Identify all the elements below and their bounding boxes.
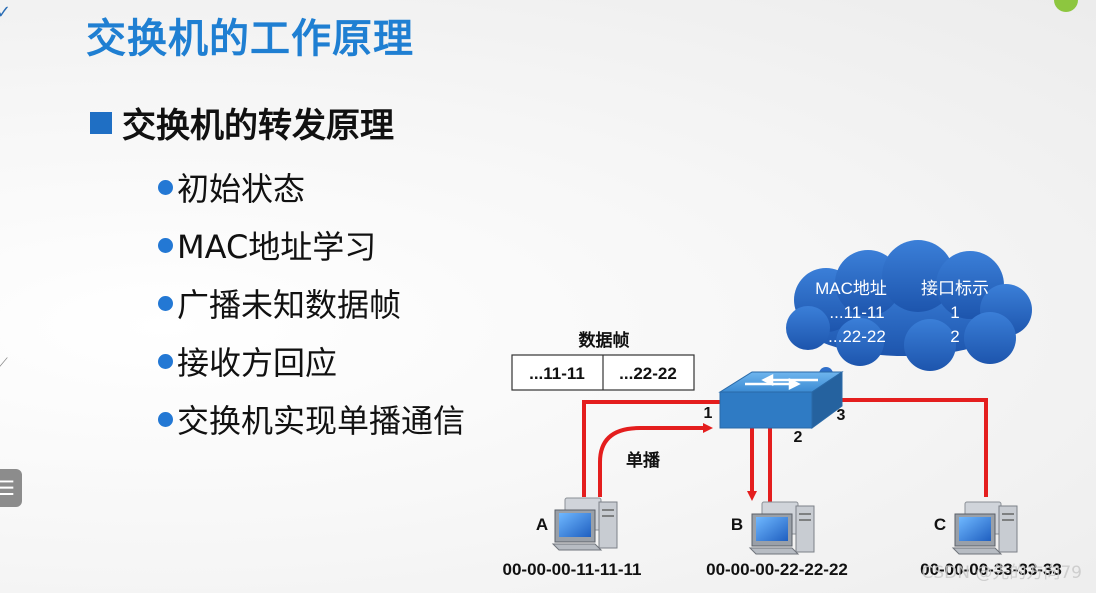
host-mac: 00-00-00-11-11-11 (503, 560, 642, 579)
bullet-text: 初始状态 (177, 170, 306, 208)
host-name: A (536, 515, 548, 534)
bullet-text: 交换机实现单播通信 (177, 402, 466, 440)
sub-heading-text: 交换机的转发原理 (122, 106, 394, 146)
port-label-3: 3 (837, 407, 846, 424)
logo-badge (1054, 0, 1078, 12)
host-b: B 00-00-00-22-22-22 (706, 501, 848, 579)
data-frame: 数据帧 ...11-11 ...22-22 (511, 330, 695, 391)
mac-table-cell: 2 (950, 327, 959, 346)
mac-table-cell: ...11-11 (829, 303, 884, 322)
watermark: CSDN @先的方向79 (921, 563, 1082, 583)
port-label-2: 2 (794, 429, 803, 446)
dot-bullet-icon (158, 353, 173, 369)
unicast-label: 单播 (626, 450, 661, 470)
bullet-item: 交换机实现单播通信 (158, 390, 465, 448)
port-label-1: 1 (704, 405, 713, 422)
computer-icon (551, 497, 618, 551)
switch-icon (718, 371, 844, 429)
unicast-arrow-a (598, 423, 713, 497)
bullet-text: 接收方回应 (177, 344, 338, 382)
data-frame-label: 数据帧 (579, 330, 630, 350)
sub-heading: 交换机的转发原理 (90, 98, 394, 147)
corner-mark: ✓ (0, 2, 12, 23)
host-name: B (731, 515, 743, 534)
dot-bullet-icon (158, 179, 173, 195)
mac-table-header-mac: MAC地址 (815, 279, 887, 298)
host-a: A 00-00-00-11-11-11 (503, 497, 642, 579)
dot-bullet-icon (158, 411, 173, 427)
dot-bullet-icon (158, 237, 173, 253)
data-frame-dst: ...22-22 (619, 364, 677, 383)
computer-icon (951, 501, 1018, 555)
bullet-item: 广播未知数据帧 (158, 274, 465, 332)
link-a-port1 (582, 400, 720, 497)
bullet-item: 初始状态 (158, 158, 465, 216)
dot-bullet-icon (158, 295, 173, 311)
mac-table-header-port: 接口标示 (921, 279, 989, 298)
collapse-arrow-icon[interactable]: ⟋ (0, 356, 8, 372)
computer-icon (748, 501, 815, 555)
network-links (582, 398, 988, 505)
bullet-item: 接收方回应 (158, 332, 465, 390)
slide-title: 交换机的工作原理 (86, 16, 414, 62)
bullet-text: MAC地址学习 (177, 228, 377, 266)
menu-icon[interactable]: ☰ (0, 469, 22, 507)
data-frame-src: ...11-11 (529, 364, 585, 383)
square-bullet-icon (90, 111, 112, 134)
bullet-text: 广播未知数据帧 (177, 286, 402, 324)
host-name: C (934, 515, 946, 534)
mac-table-cloud: MAC地址 接口标示 ...11-11 1 ...22-22 2 (786, 240, 1032, 391)
mac-table-cell: ...22-22 (828, 327, 886, 346)
mac-table-cell: 1 (950, 303, 959, 322)
bullet-list: 初始状态 MAC地址学习 广播未知数据帧 接收方回应 交换机实现单播通信 (158, 158, 465, 448)
bullet-item: MAC地址学习 (158, 216, 465, 274)
host-mac: 00-00-00-22-22-22 (706, 560, 848, 579)
link-port3-c (840, 398, 988, 497)
